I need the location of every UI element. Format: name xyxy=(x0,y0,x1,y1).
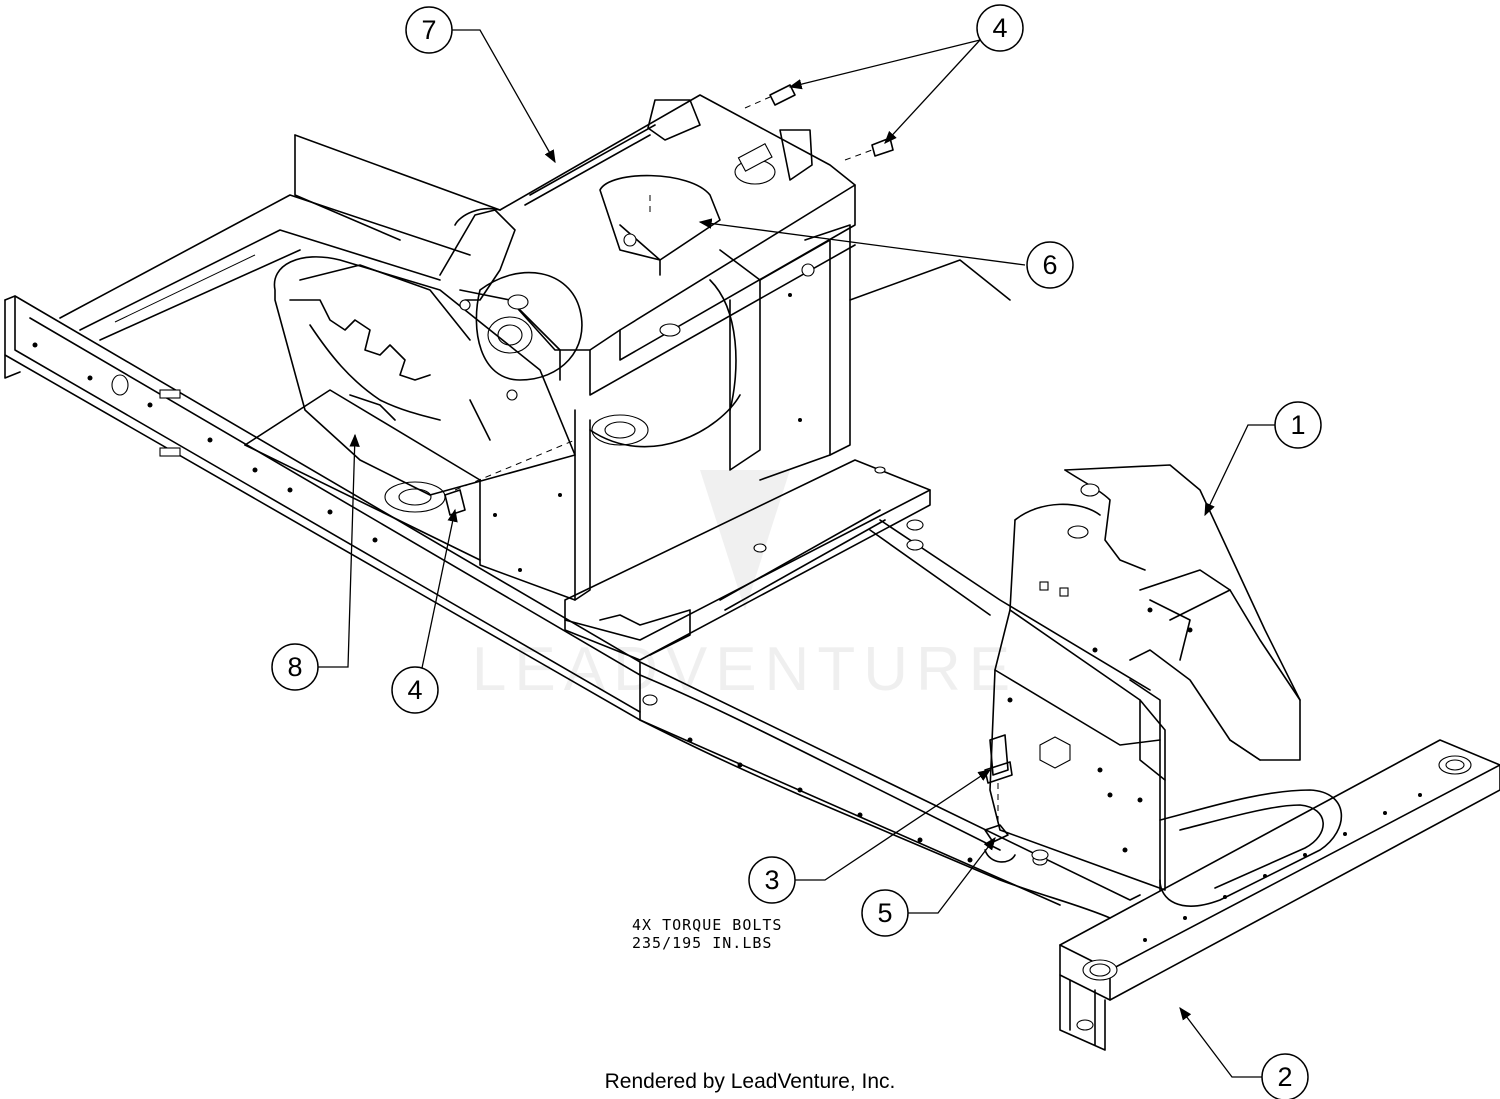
watermark-text: LEADVENTURE xyxy=(472,635,1018,704)
torque-note-line1: 4X TORQUE BOLTS xyxy=(632,916,782,934)
front-bracket xyxy=(989,464,1301,891)
callout-7[interactable]: 7 xyxy=(405,6,453,54)
torque-note-line2: 235/195 IN.LBS xyxy=(632,934,772,952)
dash-tower xyxy=(244,94,931,661)
callout-1[interactable]: 1 xyxy=(1274,401,1322,449)
callout-1-label: 1 xyxy=(1290,410,1305,440)
shift-plate xyxy=(273,207,576,496)
callout-4-top[interactable]: 4 xyxy=(976,4,1024,52)
callout-5-label: 5 xyxy=(877,898,892,928)
callout-6[interactable]: 6 xyxy=(1026,241,1074,289)
callout-6-label: 6 xyxy=(1042,250,1057,280)
callout-2[interactable]: 2 xyxy=(1261,1053,1309,1099)
callout-3-label: 3 xyxy=(764,865,779,895)
callout-4-bottom[interactable]: 4 xyxy=(391,666,439,714)
main-frame xyxy=(4,194,1500,1051)
footer-credit: Rendered by LeadVenture, Inc. xyxy=(605,1070,896,1093)
callout-4-top-label: 4 xyxy=(992,13,1007,43)
callout-8[interactable]: 8 xyxy=(271,643,319,691)
callout-5[interactable]: 5 xyxy=(861,889,909,937)
leader-lines xyxy=(318,29,1275,1078)
callout-4-bottom-label: 4 xyxy=(407,675,422,705)
callout-2-label: 2 xyxy=(1277,1062,1292,1092)
callout-8-label: 8 xyxy=(287,652,302,682)
callout-3[interactable]: 3 xyxy=(748,856,796,904)
callout-7-label: 7 xyxy=(421,15,436,45)
watermark-logo xyxy=(700,470,790,610)
